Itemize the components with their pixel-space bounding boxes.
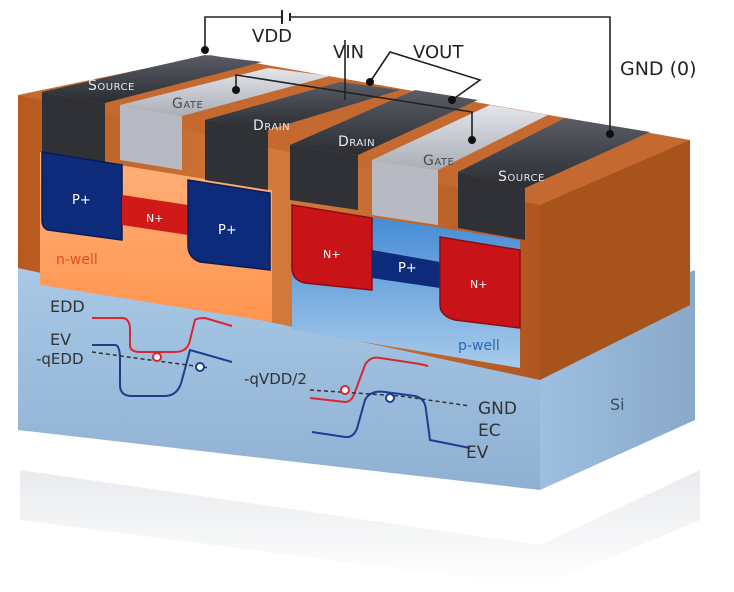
- source-right-contact-top: [458, 118, 650, 188]
- hole-marker-left: [195, 362, 205, 372]
- n-plus-label-2: N+: [323, 248, 340, 261]
- gnd-terminal-label: GND (0): [620, 58, 697, 80]
- e-dd-label: EDD: [50, 297, 85, 316]
- band-diagram-left: [91, 316, 233, 397]
- source-left-contact-front: [42, 92, 105, 162]
- n-plus-source-region: [439, 236, 521, 329]
- n-plus-body-contact-region: [122, 195, 188, 235]
- n-plus-label-3: N+: [470, 278, 487, 291]
- gate-left-top: [120, 68, 330, 116]
- electron-marker-right: [340, 385, 350, 395]
- gate-left-front: [120, 105, 182, 170]
- band-diagram-right: [309, 356, 471, 449]
- drain-right-label: Drain: [338, 134, 375, 150]
- source-right-label: Source: [498, 169, 545, 185]
- p-plus-body-contact-region: [372, 250, 440, 288]
- floor-shadow: [20, 470, 700, 587]
- gate-right-top: [372, 105, 548, 170]
- drain-left-contact-top: [205, 82, 400, 130]
- circuit-wires: [204, 16, 611, 140]
- hole-marker-right: [385, 393, 395, 403]
- n-well-label: n-well: [56, 252, 98, 268]
- si-label: Si: [610, 395, 625, 414]
- n-plus-label-1: N+: [146, 212, 163, 225]
- copper-side-wall: [540, 140, 690, 380]
- electron-marker-left: [152, 352, 162, 362]
- e-c-label: EC: [478, 421, 501, 441]
- e-v-right-label: EV: [466, 443, 489, 463]
- vin-label: VIN: [333, 42, 364, 63]
- p-well-label: p-well: [458, 338, 500, 354]
- source-left-contact-top: [42, 55, 262, 103]
- p-plus-label-3: P+: [398, 261, 417, 276]
- source-left-label: Source: [88, 78, 135, 94]
- p-plus-label-2: P+: [218, 223, 237, 238]
- gate-left-label: Gate: [172, 96, 203, 112]
- p-plus-drain-region: [187, 179, 271, 271]
- source-right-contact-front: [458, 172, 525, 240]
- gate-right-label: Gate: [423, 153, 454, 169]
- drain-left-contact-front: [205, 120, 268, 190]
- gnd-band-label: GND: [478, 399, 517, 419]
- neg-q-vdd-half-label: -qVDD/2: [244, 370, 307, 388]
- p-plus-label-1: P+: [72, 193, 91, 208]
- vdd-label: VDD: [252, 26, 292, 47]
- neg-q-edd-label: -qEDD: [36, 350, 84, 368]
- e-v-left-label: EV: [50, 330, 71, 349]
- p-plus-source-region: [41, 151, 123, 241]
- terminal-dots: [201, 46, 614, 144]
- n-plus-drain-region: [291, 204, 373, 291]
- drain-left-label: Drain: [253, 118, 290, 134]
- vout-label: VOUT: [413, 42, 464, 63]
- gate-right-front: [372, 160, 438, 225]
- drain-right-contact-front: [290, 145, 358, 210]
